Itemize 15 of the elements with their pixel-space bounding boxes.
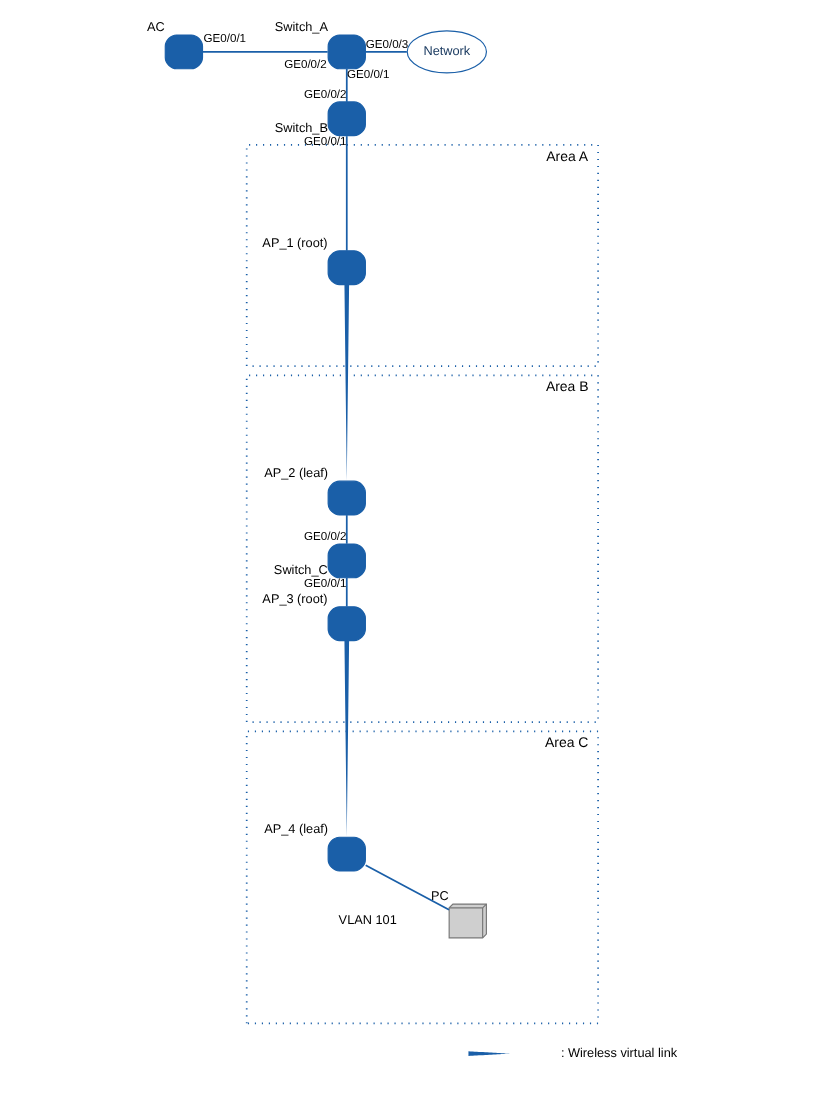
node-box [326,101,365,137]
connector [344,577,347,608]
connector [344,68,347,103]
node-box [326,543,365,579]
connector [363,51,407,53]
connector [363,864,449,911]
node-box [326,480,365,516]
node-box [326,250,365,286]
node-box [326,606,365,642]
node-box [326,34,365,70]
connector [344,514,347,545]
connector [344,135,347,252]
node-box [163,34,203,70]
connector [200,51,328,53]
node-box [326,836,365,872]
